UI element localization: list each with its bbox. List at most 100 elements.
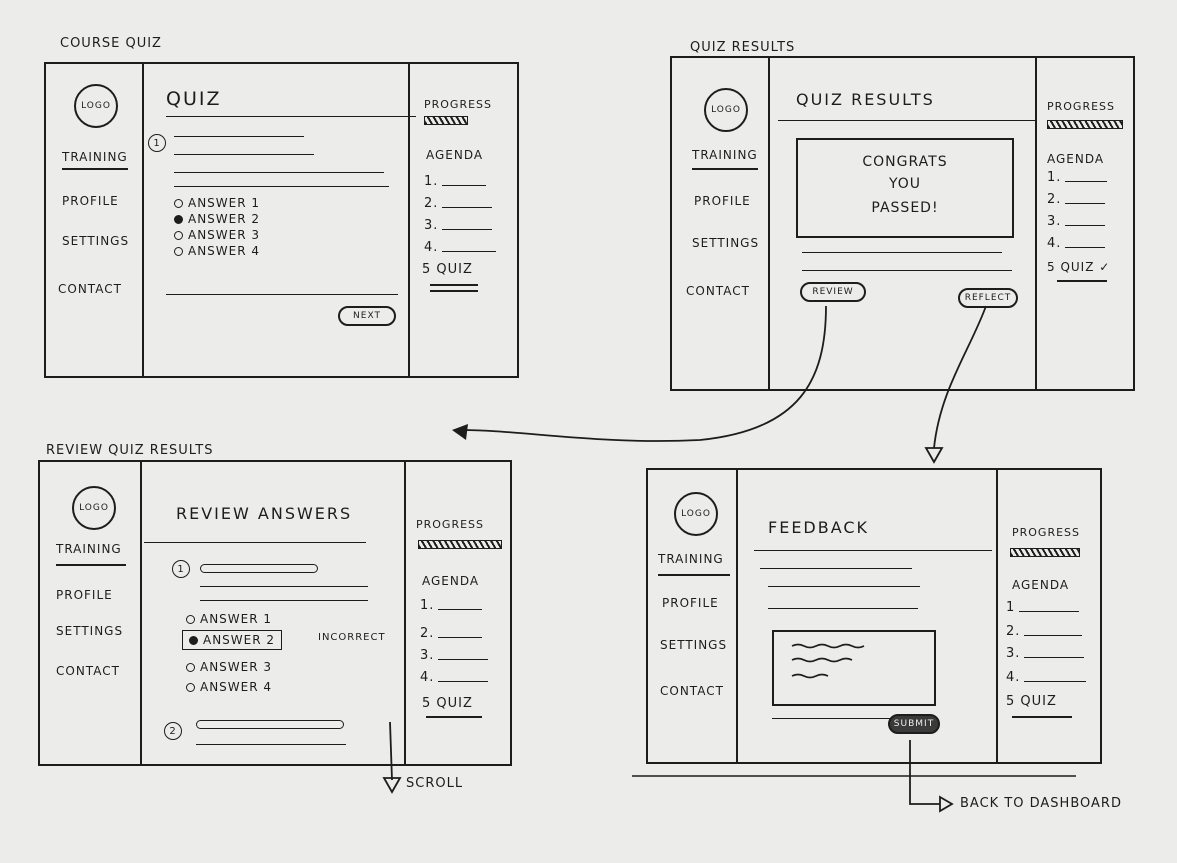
nav-profile[interactable]: PROFILE (662, 596, 719, 610)
agenda-line (438, 637, 483, 638)
quiz-results-screen: LOGO TRAINING PROFILE SETTINGS CONTACT Q… (670, 56, 1135, 391)
agenda-item[interactable]: 1. (424, 174, 487, 189)
feedback-textarea[interactable] (772, 630, 936, 706)
answer-option-selected[interactable]: ANSWER 2 (174, 212, 260, 226)
answer-label: ANSWER 3 (200, 660, 273, 674)
agenda-item[interactable]: 2. (1047, 192, 1106, 207)
arrowhead-icon (382, 777, 402, 794)
radio-button (186, 682, 195, 692)
question-text-line (174, 172, 384, 173)
answer-label: ANSWER 4 (200, 680, 273, 694)
nav-contact[interactable]: CONTACT (686, 284, 750, 298)
reflect-button[interactable]: REFLECT (958, 288, 1018, 308)
arrowhead-icon (939, 795, 954, 813)
nav-settings[interactable]: SETTINGS (692, 236, 760, 250)
agenda-item[interactable]: 2. (420, 626, 483, 641)
agenda-item[interactable]: 1 (1006, 600, 1080, 615)
agenda-item[interactable]: 2. (424, 196, 493, 211)
agenda-line (1024, 635, 1083, 636)
agenda-line (1065, 181, 1108, 182)
radio-button[interactable] (174, 246, 183, 256)
answer-option[interactable]: ANSWER 3 (174, 228, 260, 242)
agenda-item[interactable]: 3. (1006, 646, 1085, 661)
radio-button (186, 614, 195, 624)
text-line (768, 586, 920, 587)
nav-contact[interactable]: CONTACT (660, 684, 724, 698)
result-line: YOU (888, 176, 922, 192)
nav-training[interactable]: TRAINING (692, 148, 758, 162)
progress-label: PROGRESS (416, 518, 485, 531)
text-line (760, 568, 912, 569)
page-title: REVIEW ANSWERS (176, 504, 353, 523)
agenda-item[interactable]: 4. (1047, 236, 1106, 251)
agenda-label: AGENDA (422, 574, 480, 588)
logo: LOGO (74, 84, 118, 128)
course-quiz-screen: LOGO TRAINING PROFILE SETTINGS CONTACT Q… (44, 62, 519, 378)
agenda-item[interactable]: 3. (1047, 214, 1106, 229)
review-button[interactable]: REVIEW (800, 282, 866, 302)
submit-button[interactable]: SUBMIT (888, 714, 940, 734)
agenda-item[interactable]: 3. (420, 648, 489, 663)
radio-button[interactable] (174, 230, 183, 240)
quiz-results-title: QUIZ RESULTS (690, 40, 796, 55)
agenda-item[interactable]: 1. (1047, 170, 1108, 185)
title-divider (166, 116, 416, 117)
question-text-placeholder (200, 564, 318, 573)
logo: LOGO (704, 88, 748, 132)
next-button[interactable]: NEXT (338, 306, 396, 326)
agenda-item[interactable]: 1. (420, 598, 483, 613)
agenda-item[interactable]: 2. (1006, 624, 1083, 639)
title-divider (144, 542, 366, 543)
agenda-active-underline (1012, 716, 1072, 718)
agenda-item[interactable]: 4. (420, 670, 489, 685)
nav-contact[interactable]: CONTACT (58, 282, 122, 296)
agenda-item-quiz-complete[interactable]: 5 QUIZ ✓ (1047, 260, 1111, 274)
question-text-line (174, 186, 389, 187)
answer-option[interactable]: ANSWER 4 (174, 244, 260, 258)
nav-settings[interactable]: SETTINGS (62, 234, 130, 248)
title-divider (778, 120, 1036, 121)
agenda-item[interactable]: 4. (1006, 670, 1087, 685)
text-line (768, 608, 918, 609)
nav-training[interactable]: TRAINING (658, 552, 724, 566)
agenda-item[interactable]: 3. (424, 218, 493, 233)
text-line (802, 270, 1012, 271)
nav-contact[interactable]: CONTACT (56, 664, 120, 678)
scribble-text (791, 643, 865, 679)
agenda-item[interactable]: 4. (424, 240, 497, 255)
progress-panel: PROGRESS AGENDA 1. 2. 3. 4. 5 QUIZ (404, 462, 510, 764)
sidebar: LOGO TRAINING PROFILE SETTINGS CONTACT (40, 462, 142, 764)
answer-option: ANSWER 3 (186, 660, 272, 674)
radio-button-selected[interactable] (174, 214, 183, 224)
feedback-screen: LOGO TRAINING PROFILE SETTINGS CONTACT F… (646, 468, 1102, 764)
sidebar: LOGO TRAINING PROFILE SETTINGS CONTACT (672, 58, 770, 389)
agenda-item-quiz[interactable]: 5 QUIZ (422, 696, 473, 711)
nav-settings[interactable]: SETTINGS (660, 638, 728, 652)
radio-button-selected (189, 635, 198, 645)
nav-settings[interactable]: SETTINGS (56, 624, 124, 638)
sidebar: LOGO TRAINING PROFILE SETTINGS CONTACT (46, 64, 144, 376)
nav-training[interactable]: TRAINING (56, 542, 122, 556)
page-title: QUIZ (166, 88, 222, 110)
nav-active-underline (658, 574, 730, 576)
agenda-line (1065, 225, 1106, 226)
agenda-line (438, 659, 489, 660)
answer-option[interactable]: ANSWER 1 (174, 196, 260, 210)
page-title: FEEDBACK (768, 518, 870, 537)
agenda-item-quiz[interactable]: 5 QUIZ (422, 262, 473, 277)
logo: LOGO (674, 492, 718, 536)
nav-profile[interactable]: PROFILE (62, 194, 119, 208)
progress-bar (418, 540, 502, 549)
question-text-line (200, 586, 368, 587)
progress-label: PROGRESS (1012, 526, 1081, 539)
question-number: 2 (164, 722, 182, 740)
radio-button[interactable] (174, 198, 183, 208)
nav-profile[interactable]: PROFILE (694, 194, 751, 208)
answer-label: ANSWER 1 (188, 196, 261, 210)
nav-training[interactable]: TRAINING (62, 150, 128, 164)
agenda-item-quiz[interactable]: 5 QUIZ (1006, 694, 1057, 709)
question-text-line (174, 136, 304, 137)
nav-profile[interactable]: PROFILE (56, 588, 113, 602)
agenda-line (442, 207, 493, 208)
